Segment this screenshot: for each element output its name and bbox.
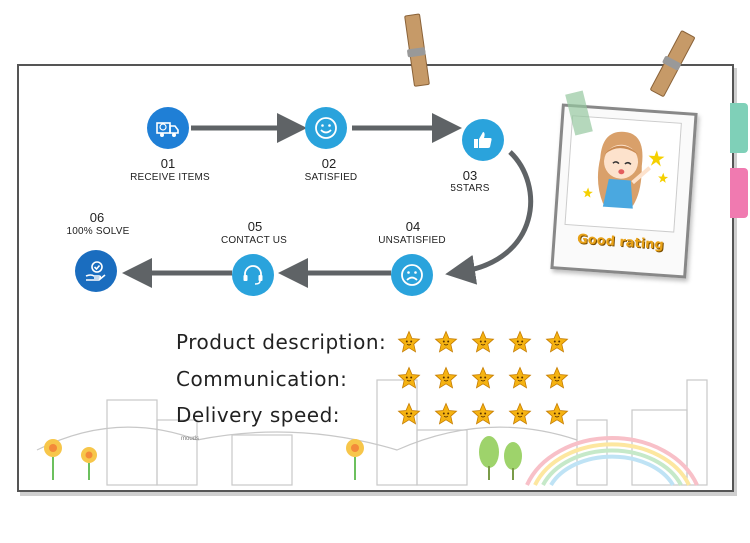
hand-check-icon <box>85 261 106 281</box>
step-5-icon-circle <box>232 254 274 296</box>
photo-caption: Good rating <box>576 231 665 253</box>
step-6-number: 06 <box>89 210 105 225</box>
tree-decoration <box>479 436 522 480</box>
city-skyline-decoration: mouds <box>36 379 708 487</box>
smile-icon <box>315 117 337 139</box>
step-6-icon-circle <box>75 250 117 292</box>
rating-label-delivery: Delivery speed: <box>176 403 341 427</box>
pink-tab <box>730 168 748 218</box>
rating-star-icon <box>434 402 458 426</box>
polaroid-photo: Good rating <box>550 103 698 279</box>
green-tab <box>730 103 748 153</box>
step-3-icon-circle <box>462 119 504 161</box>
rating-label-communication: Communication: <box>176 367 348 391</box>
step-3-label: 5STARS <box>450 183 490 194</box>
step-4-label: UNSATISFIED <box>378 235 446 246</box>
step-5-number: 05 <box>247 219 263 234</box>
rating-star-icon <box>545 330 569 354</box>
step-4-icon-circle <box>391 254 433 296</box>
step-1-icon-circle <box>147 107 189 149</box>
rating-star-icon <box>508 330 532 354</box>
rating-label-product: Product description: <box>176 330 387 354</box>
rating-star-icon <box>434 366 458 390</box>
rating-star-icon <box>508 402 532 426</box>
step-1-label: RECEIVE ITEMS <box>130 172 210 183</box>
rating-star-icon <box>397 330 421 354</box>
step-5-label: CONTACT US <box>220 235 288 246</box>
rating-star-icon <box>545 402 569 426</box>
step-4-number: 04 <box>405 219 421 234</box>
rating-star-icon <box>397 366 421 390</box>
rating-star-icon <box>471 402 495 426</box>
girl-illustration <box>564 115 682 233</box>
step-3-number: 03 <box>462 168 478 183</box>
thumbs-up-icon <box>474 132 492 148</box>
rating-star-icon <box>508 366 532 390</box>
headset-icon <box>243 265 263 285</box>
truck-icon <box>156 122 179 137</box>
flower-decoration <box>44 439 364 480</box>
rating-star-icon <box>471 366 495 390</box>
step-1-number: 01 <box>160 156 176 171</box>
rating-star-icon <box>397 402 421 426</box>
building-sign: mouds <box>181 436 199 442</box>
sad-face-icon <box>401 264 423 286</box>
step-2-label: SATISFIED <box>304 172 358 183</box>
step-6-label: 100% SOLVE <box>66 226 130 237</box>
step-2-number: 02 <box>321 156 337 171</box>
step-2-icon-circle <box>305 107 347 149</box>
rating-star-icon <box>471 330 495 354</box>
rating-star-icon <box>545 366 569 390</box>
rating-star-icon <box>434 330 458 354</box>
